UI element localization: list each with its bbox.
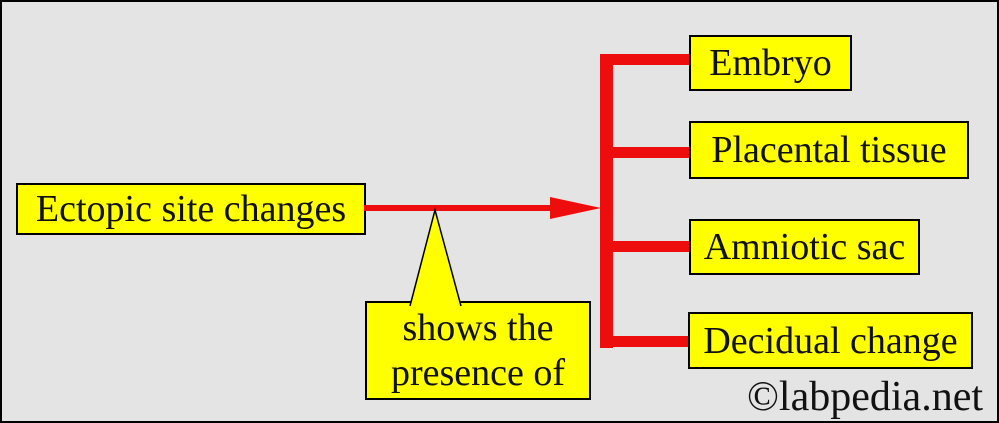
child-node-label: Decidual change <box>703 319 958 362</box>
root-node-ectopic-site-changes: Ectopic site changes <box>16 183 366 235</box>
child-node-amniotic-sac: Amniotic sac <box>689 219 920 275</box>
child-node-label: Amniotic sac <box>703 226 906 268</box>
root-node-label: Ectopic site changes <box>35 188 347 230</box>
bracket-branch-embryo <box>600 54 690 65</box>
bracket-branch-decidual <box>600 336 690 347</box>
child-node-decidual-change: Decidual change <box>688 312 973 369</box>
callout-pointer-tail <box>409 207 462 307</box>
arrow-shaft <box>364 205 552 211</box>
bracket-vertical-line <box>600 54 613 348</box>
child-node-embryo: Embryo <box>689 35 852 91</box>
callout-line-2: presence of <box>390 351 566 394</box>
watermark-labpedia: ©labpedia.net <box>747 374 983 420</box>
child-node-label: Embryo <box>709 42 832 84</box>
bracket-branch-placental <box>600 147 690 158</box>
child-node-label: Placental tissue <box>711 129 947 171</box>
bracket-branch-amniotic <box>600 241 690 252</box>
callout-shows-presence: shows the presence of <box>365 301 591 400</box>
arrow-head-icon <box>550 197 601 219</box>
callout-line-1: shows the <box>402 306 554 349</box>
child-node-placental-tissue: Placental tissue <box>689 121 969 179</box>
